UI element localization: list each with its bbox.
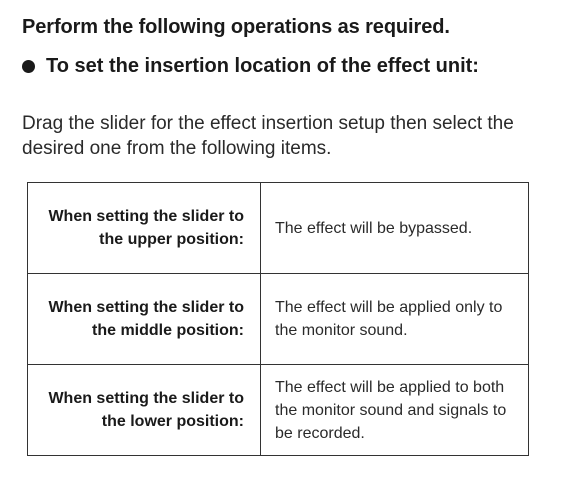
slider-position-table: When setting the slider to the upper pos… [27, 182, 529, 456]
table-row: When setting the slider to the lower pos… [27, 364, 529, 456]
instruction-text: Drag the slider for the effect insertion… [22, 113, 514, 159]
result-cell: The effect will be applied to both the m… [260, 364, 529, 456]
condition-cell: When setting the slider to the upper pos… [27, 182, 261, 274]
page-heading: Perform the following operations as requ… [22, 16, 450, 38]
section-heading-text: To set the insertion location of the eff… [46, 55, 479, 77]
bullet-dot-icon [22, 60, 35, 73]
table-row: When setting the slider to the middle po… [27, 273, 529, 365]
result-cell: The effect will be applied only to the m… [260, 273, 529, 365]
condition-cell: When setting the slider to the middle po… [27, 273, 261, 365]
table-row: When setting the slider to the upper pos… [27, 182, 529, 274]
condition-cell: When setting the slider to the lower pos… [27, 364, 261, 456]
result-cell: The effect will be bypassed. [260, 182, 529, 274]
